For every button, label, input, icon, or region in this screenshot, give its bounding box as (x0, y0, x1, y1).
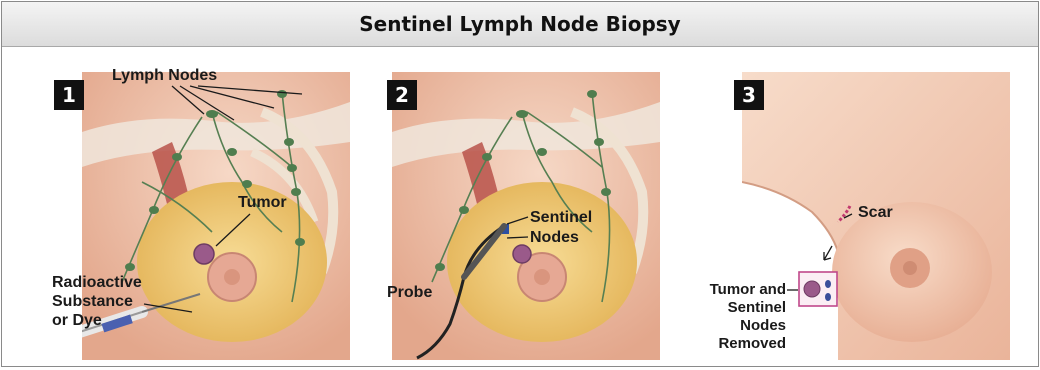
removed-label-line-2: Sentinel (698, 299, 786, 316)
scar-label: Scar (858, 203, 893, 222)
figure-title: Sentinel Lymph Node Biopsy (359, 12, 680, 36)
step-3-badge: 3 (734, 80, 764, 110)
breast-anatomy-illustration-1 (82, 72, 350, 360)
substance-label-line-3: or Dye (52, 311, 102, 330)
panel-2-illustration (392, 72, 660, 360)
substance-label-line-1: Radioactive (52, 273, 142, 292)
lymph-node (482, 153, 492, 161)
lymph-node (227, 148, 237, 156)
step-1-badge: 1 (54, 80, 84, 110)
removed-label-line-3: Nodes (698, 317, 786, 334)
lymph-node (594, 138, 604, 146)
substance-label-line-2: Substance (52, 292, 133, 311)
removed-label-line-1: Tumor and (698, 281, 786, 298)
nipple (224, 269, 240, 285)
nipple (534, 269, 550, 285)
lymph-node (587, 90, 597, 98)
removed-label-line-4: Removed (698, 335, 786, 352)
tumor-label: Tumor (238, 193, 287, 212)
nipple (903, 261, 917, 275)
lymph-node (601, 188, 611, 196)
step-2-badge: 2 (387, 80, 417, 110)
tumor-mass (194, 244, 214, 264)
sentinel-nodes-label-line-1: Sentinel (530, 208, 592, 227)
breast-anatomy-illustration-2 (392, 72, 660, 360)
lymph-node (242, 180, 252, 188)
lymph-node (459, 206, 469, 214)
lymph-node (149, 206, 159, 214)
title-bar: Sentinel Lymph Node Biopsy (2, 2, 1038, 47)
panel-1-illustration (82, 72, 350, 360)
lymph-node (537, 148, 547, 156)
sentinel-nodes-label-line-2: Nodes (530, 228, 579, 247)
lymph-nodes-label: Lymph Nodes (112, 66, 217, 85)
lymph-node (277, 90, 287, 98)
lymph-node (284, 138, 294, 146)
lymph-node (125, 263, 135, 271)
probe-label: Probe (387, 283, 432, 302)
lymph-node (287, 164, 297, 172)
lymph-node (435, 263, 445, 271)
lymph-node (516, 110, 528, 118)
lymph-node (295, 238, 305, 246)
tumor-mass (513, 245, 531, 263)
lymph-node (291, 188, 301, 196)
lymph-node (206, 110, 218, 118)
lymph-node (172, 153, 182, 161)
